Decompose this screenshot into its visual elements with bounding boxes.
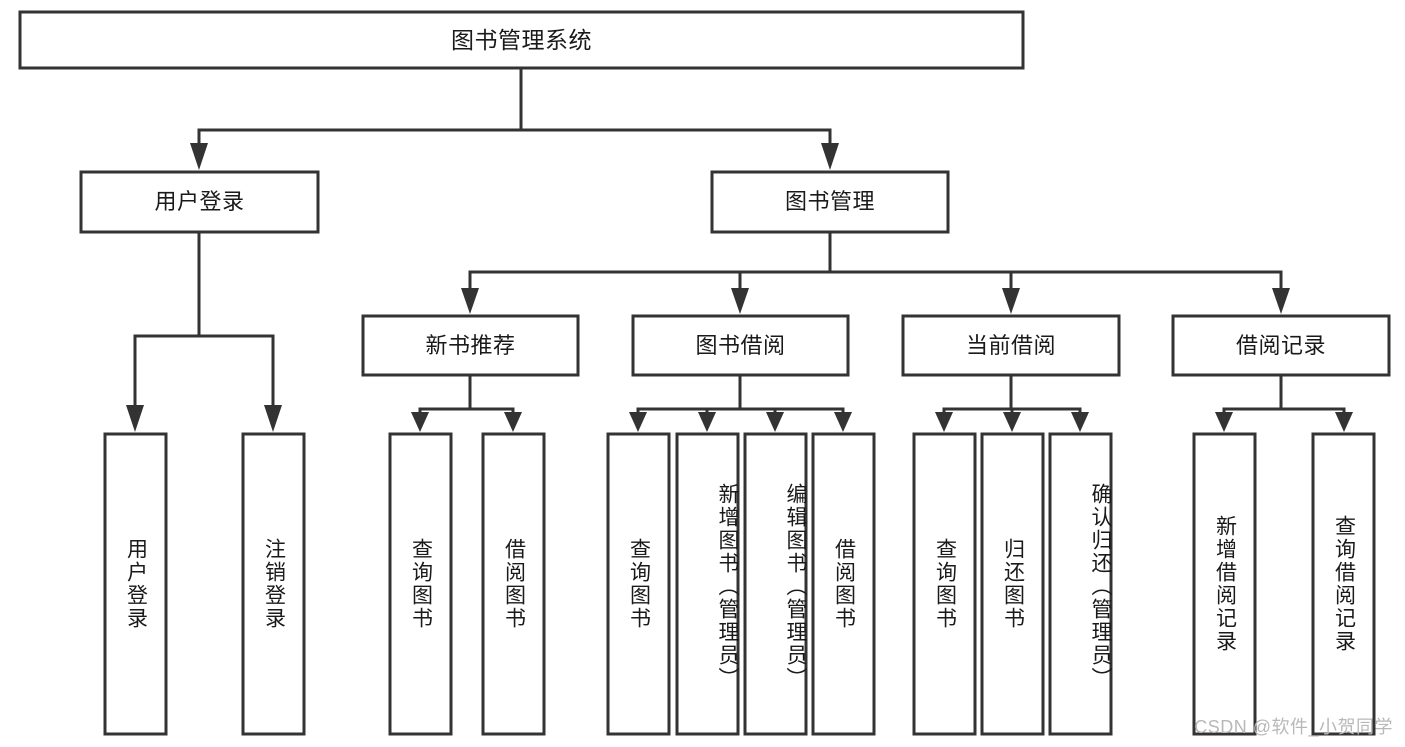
csdn-watermark: CSDN @软件_小贺同学 bbox=[1194, 717, 1393, 737]
node-box-leaf-add-record[interactable] bbox=[1192, 432, 1257, 736]
arrow-head-user-login bbox=[190, 143, 208, 170]
node-box-user-login[interactable] bbox=[79, 170, 320, 234]
node-box-book-manage[interactable] bbox=[710, 170, 950, 234]
arrow-head-borrow-record bbox=[1272, 288, 1290, 314]
arrow-head-leaf-query-book-1 bbox=[411, 412, 429, 432]
node-box-leaf-add-book[interactable] bbox=[675, 432, 740, 736]
arrow-head-leaf-confirm-return bbox=[1071, 412, 1089, 432]
node-box-leaf-query-book-1[interactable] bbox=[388, 432, 453, 736]
node-box-leaf-query-record[interactable] bbox=[1311, 432, 1376, 736]
connector-group-borrow-record bbox=[1215, 373, 1353, 432]
node-box-leaf-return-book[interactable] bbox=[980, 432, 1045, 736]
arrow-head-leaf-user-login bbox=[126, 405, 144, 432]
node-box-new-book-rec[interactable] bbox=[361, 314, 580, 377]
arrow-head-leaf-query-book-2 bbox=[629, 412, 647, 432]
connector-group-user-login bbox=[126, 230, 282, 432]
arrow-head-book-manage bbox=[821, 143, 839, 170]
arrow-head-current-borrow bbox=[1002, 288, 1020, 314]
node-box-leaf-edit-book[interactable] bbox=[743, 432, 808, 736]
arrow-head-leaf-borrow-book-2 bbox=[834, 412, 852, 432]
node-box-leaf-query-book-2[interactable] bbox=[606, 432, 671, 736]
arrow-head-leaf-query-record bbox=[1335, 412, 1353, 432]
connector-group-current-borrow bbox=[935, 373, 1089, 432]
node-box-book-borrow[interactable] bbox=[631, 314, 850, 377]
node-box-current-borrow[interactable] bbox=[901, 314, 1121, 377]
arrow-head-leaf-query-book-3 bbox=[935, 412, 953, 432]
arrow-head-leaf-add-book bbox=[698, 412, 716, 432]
arrow-head-new-book-rec bbox=[461, 288, 479, 314]
connector-group-root bbox=[190, 66, 839, 170]
arrow-head-leaf-borrow-book-1 bbox=[504, 412, 522, 432]
arrow-head-leaf-add-record bbox=[1215, 412, 1233, 432]
node-box-leaf-confirm-return[interactable] bbox=[1048, 432, 1113, 736]
node-box-borrow-record[interactable] bbox=[1171, 314, 1391, 377]
arrow-head-leaf-user-logout bbox=[264, 405, 282, 432]
node-box-root[interactable] bbox=[18, 10, 1025, 70]
arrow-head-leaf-edit-book bbox=[766, 412, 784, 432]
node-box-leaf-borrow-book-1[interactable] bbox=[481, 432, 546, 736]
node-box-leaf-query-book-3[interactable] bbox=[912, 432, 977, 736]
arrow-head-leaf-return-book bbox=[1003, 412, 1021, 432]
node-box-leaf-borrow-book-2[interactable] bbox=[811, 432, 876, 736]
connector-group-book-borrow bbox=[629, 373, 852, 432]
connector-group-new-book-rec bbox=[411, 373, 522, 432]
arrow-head-book-borrow bbox=[731, 288, 749, 314]
node-box-leaf-user-login[interactable] bbox=[103, 432, 168, 736]
node-box-leaf-user-logout[interactable] bbox=[241, 432, 306, 736]
connector-group-book-manage bbox=[461, 230, 1290, 314]
